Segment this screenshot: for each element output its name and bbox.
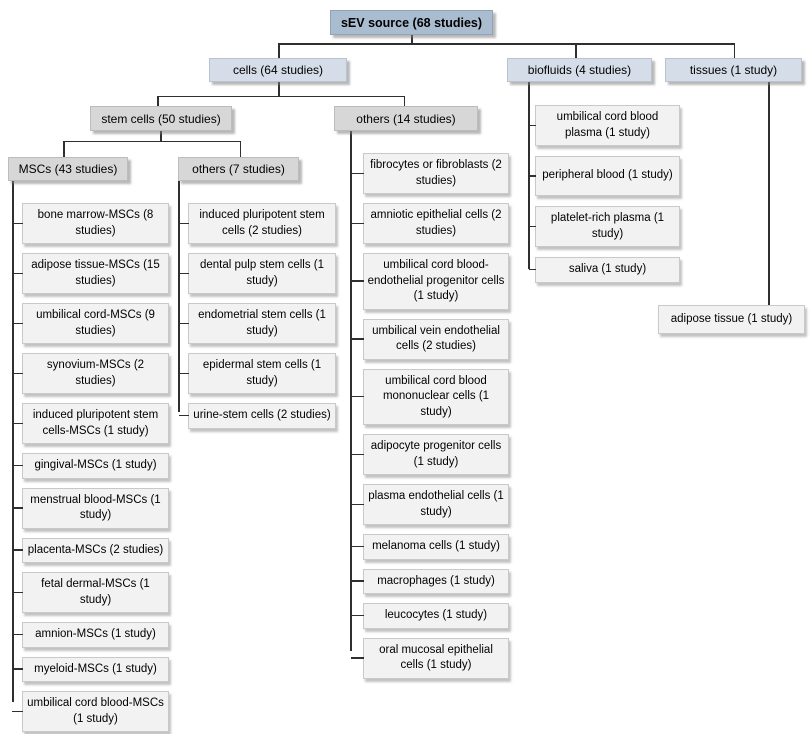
node-others-14: others (14 studies) bbox=[334, 106, 478, 131]
node-endometrial-stem-cells: endometrial stem cells (1 study) bbox=[179, 303, 336, 344]
trunk-others7-children bbox=[178, 181, 180, 412]
node-gingival-mscs: gingival-MSCs (1 study) bbox=[12, 453, 169, 479]
node-epidermal-stem-cells: epidermal stem cells (1 study) bbox=[179, 353, 336, 394]
node-umbilical-cord-mscs: umbilical cord-MSCs (9 studies) bbox=[12, 303, 169, 344]
node-placenta-mscs: placenta-MSCs (2 studies) bbox=[12, 537, 169, 563]
node-amniotic-epithelial-cells: amniotic epithelial cells (2 studies) bbox=[351, 203, 509, 244]
connector-stemcells-top bbox=[157, 95, 159, 107]
node-adipocyte-progenitor-cells: adipocyte progenitor cells (1 study) bbox=[351, 434, 509, 475]
node-umbilical-vein-endothelial-cells: umbilical vein endothelial cells (2 stud… bbox=[351, 318, 509, 360]
connector-root-down bbox=[411, 34, 413, 44]
node-ucb-mononuclear-cells: umbilical cord blood mononuclear cells (… bbox=[351, 368, 509, 425]
node-umbilical-cord-blood-plasma: umbilical cord blood plasma (1 study) bbox=[529, 105, 680, 146]
trunk-mscs-children bbox=[12, 181, 14, 702]
node-fibrocytes-or-fibroblasts: fibrocytes or fibroblasts (2 studies) bbox=[351, 153, 509, 194]
node-fetal-dermal-mscs: fetal dermal-MSCs (1 study) bbox=[12, 572, 169, 613]
node-bone-marrow-mscs: bone marrow-MSCs (8 studies) bbox=[12, 203, 169, 244]
node-leucocytes: leucocytes (1 study) bbox=[351, 603, 509, 629]
connector-tissues-top bbox=[733, 43, 735, 58]
connector-cells-children-horizontal bbox=[157, 95, 405, 97]
connector-cells-top bbox=[278, 43, 280, 58]
node-adipose-tissue: adipose tissue (1 study) bbox=[658, 305, 805, 334]
node-ipsc-mscs: induced pluripotent stem cells-MSCs (1 s… bbox=[12, 403, 169, 444]
cell-others-children-column: fibrocytes or fibroblasts (2 studies) am… bbox=[351, 153, 509, 679]
node-menstrual-blood-mscs: menstrual blood-MSCs (1 study) bbox=[12, 487, 169, 529]
node-melanoma-cells: melanoma cells (1 study) bbox=[351, 534, 509, 560]
node-oral-mucosal-epithelial-cells: oral mucosal epithelial cells (1 study) bbox=[351, 637, 509, 679]
node-synovium-mscs: synovium-MSCs (2 studies) bbox=[12, 353, 169, 394]
node-others-7: others (7 studies) bbox=[178, 157, 299, 181]
node-sev-source: sEV source (68 studies) bbox=[330, 10, 493, 35]
connector-stemcells-down bbox=[160, 131, 162, 142]
mscs-children-column: bone marrow-MSCs (8 studies) adipose tis… bbox=[12, 203, 169, 732]
node-platelet-rich-plasma: platelet-rich plasma (1 study) bbox=[529, 206, 680, 247]
node-saliva: saliva (1 study) bbox=[529, 257, 680, 283]
node-amnion-mscs: amnion-MSCs (1 study) bbox=[12, 622, 169, 648]
node-tissues: tissues (1 study) bbox=[665, 58, 802, 82]
node-mscs: MSCs (43 studies) bbox=[8, 157, 128, 181]
trunk-tissues-child bbox=[768, 82, 770, 306]
node-cells: cells (64 studies) bbox=[209, 58, 347, 82]
connector-others14-top bbox=[403, 95, 405, 107]
trunk-others14-children bbox=[350, 131, 352, 651]
node-umbilical-cord-blood-mscs: umbilical cord blood-MSCs (1 study) bbox=[12, 691, 169, 732]
biofluids-children-column: umbilical cord blood plasma (1 study) pe… bbox=[529, 105, 680, 283]
node-adipose-tissue-mscs: adipose tissue-MSCs (15 studies) bbox=[12, 253, 169, 294]
node-stem-cells: stem cells (50 studies) bbox=[90, 106, 232, 131]
stem-others-children-column: induced pluripotent stem cells (2 studie… bbox=[179, 203, 336, 429]
node-induced-pluripotent-stem-cells: induced pluripotent stem cells (2 studie… bbox=[179, 203, 336, 244]
connector-stemcells-children-horizontal bbox=[63, 140, 241, 142]
node-macrophages: macrophages (1 study) bbox=[351, 568, 509, 594]
connector-level2-horizontal bbox=[278, 43, 735, 45]
connector-biofluids-top bbox=[575, 43, 577, 58]
node-myeloid-mscs: myeloid-MSCs (1 study) bbox=[12, 656, 169, 682]
connector-cells-down bbox=[278, 82, 280, 97]
trunk-biofluids-children bbox=[528, 82, 530, 269]
node-plasma-endothelial-cells: plasma endothelial cells (1 study) bbox=[351, 484, 509, 525]
connector-others7-top bbox=[239, 140, 241, 158]
node-dental-pulp-stem-cells: dental pulp stem cells (1 study) bbox=[179, 253, 336, 294]
node-urine-stem-cells: urine-stem cells (2 studies) bbox=[179, 403, 336, 429]
node-biofluids: biofluids (4 studies) bbox=[507, 58, 652, 82]
node-peripheral-blood: peripheral blood (1 study) bbox=[529, 156, 680, 196]
node-ucb-endothelial-progenitor-cells: umbilical cord blood-endothelial progeni… bbox=[351, 253, 509, 310]
connector-mscs-top bbox=[63, 140, 65, 158]
